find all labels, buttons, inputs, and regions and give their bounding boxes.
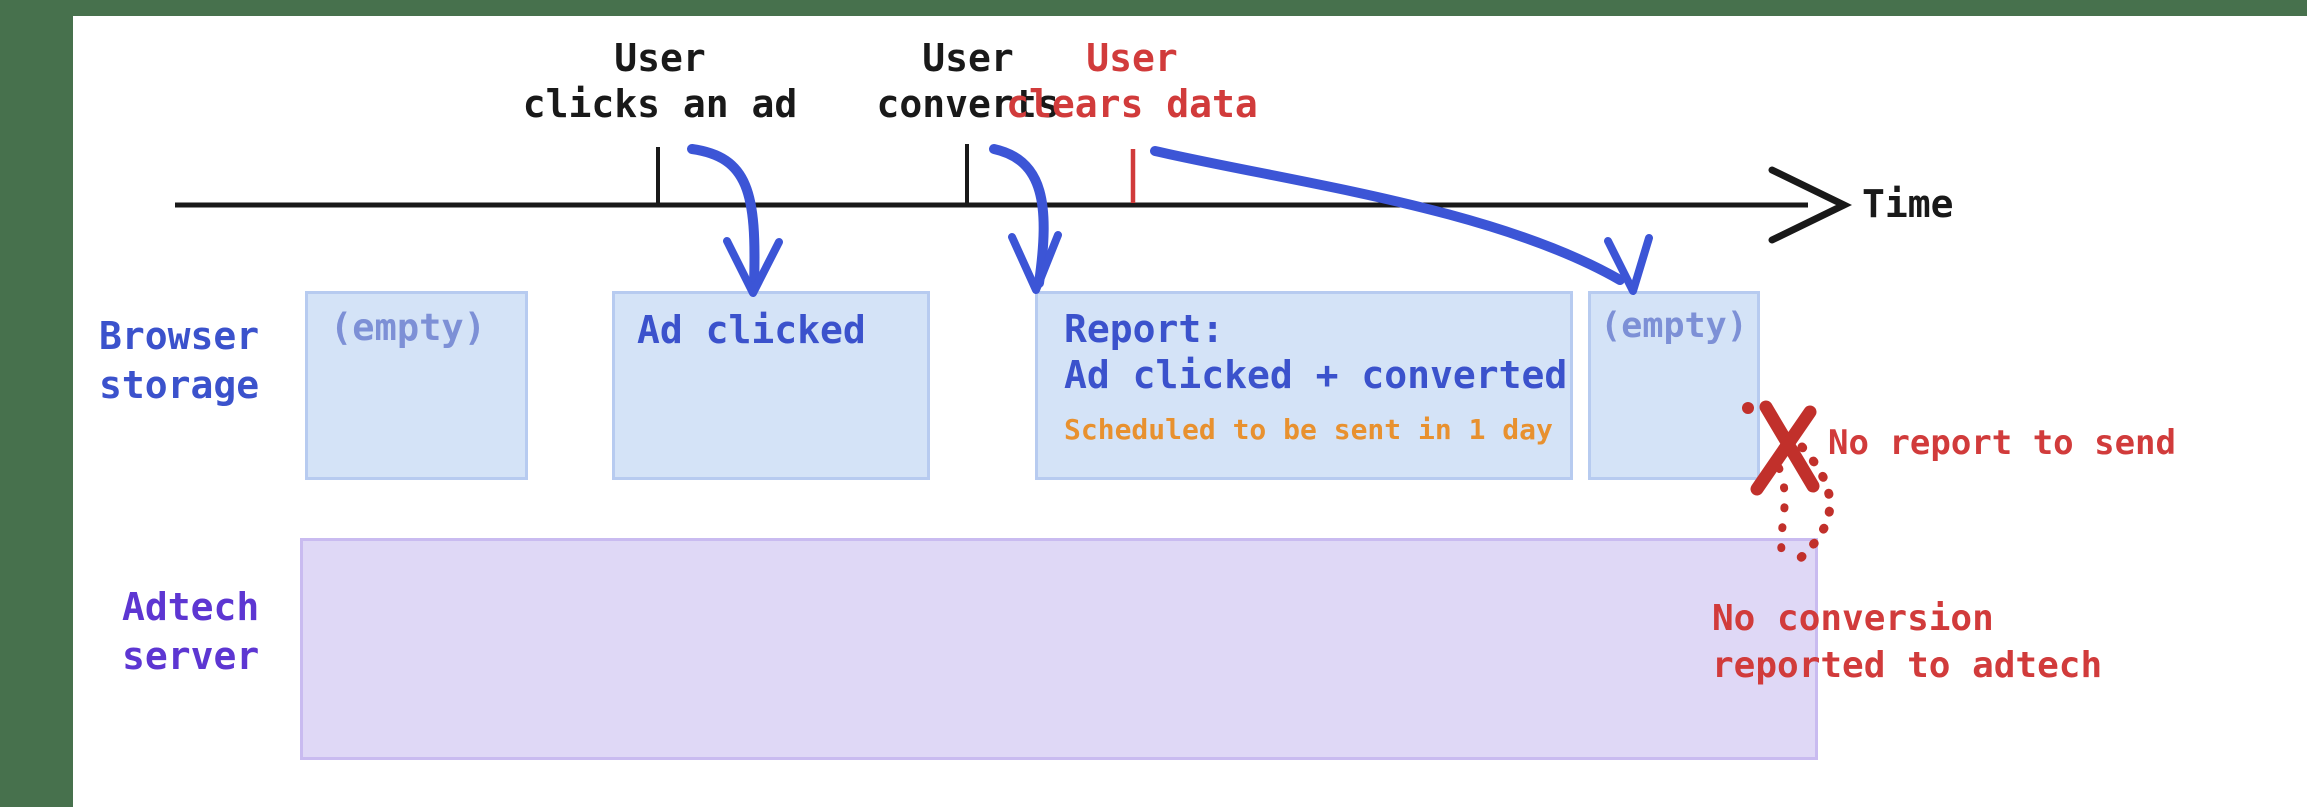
time-axis-label: Time bbox=[1862, 182, 1954, 226]
event-label-line: User bbox=[922, 36, 1014, 80]
storage-box-ad-clicked: Ad clicked bbox=[612, 291, 930, 480]
event-label-line: converts bbox=[876, 81, 1060, 126]
time-axis-arrowhead-icon bbox=[1768, 166, 1853, 244]
row-label-line: storage bbox=[99, 363, 260, 408]
event-label-line: User bbox=[614, 36, 706, 80]
curved-arrow-clear-icon bbox=[1150, 146, 1625, 285]
row-label-line: server bbox=[122, 634, 260, 679]
curved-arrow-convert-head-icon bbox=[1008, 231, 1062, 294]
curved-arrow-convert-icon bbox=[989, 144, 1049, 288]
report-title: Report: bbox=[1064, 307, 1225, 351]
storage-box-empty-before: (empty) bbox=[305, 291, 528, 480]
slide-frame-left bbox=[0, 0, 73, 807]
event-label-line: clicks an ad bbox=[522, 81, 798, 126]
event-arrows bbox=[687, 144, 1653, 297]
row-label-adtech-server: Adtech server bbox=[122, 583, 259, 682]
row-label-browser-storage: Browser storage bbox=[99, 312, 259, 411]
storage-box-empty-after: (empty) bbox=[1588, 291, 1760, 480]
no-report-annotation: No report to send bbox=[1828, 423, 2176, 463]
x-mark-icon bbox=[1759, 400, 1820, 493]
event-label-line: clears data bbox=[1006, 81, 1258, 126]
curved-arrow-clear-head-icon bbox=[1604, 234, 1653, 295]
event-label-user-clears-data: User clears data bbox=[932, 36, 1332, 127]
curved-arrow-click-head-icon bbox=[723, 237, 783, 297]
no-conversion-line: reported to adtech bbox=[1712, 644, 2103, 686]
row-label-line: Adtech bbox=[122, 585, 260, 629]
x-mark-icon bbox=[1750, 405, 1817, 496]
event-label-user-clicks-ad: User clicks an ad bbox=[460, 36, 860, 127]
slide-frame-top bbox=[0, 0, 2307, 16]
curved-arrow-click-icon bbox=[687, 144, 760, 290]
report-schedule-note: Scheduled to be sent in 1 day bbox=[1064, 412, 1553, 446]
adtech-server-box bbox=[300, 538, 1818, 760]
no-conversion-line: No conversion bbox=[1712, 598, 1994, 639]
storage-box-text: (empty) bbox=[1600, 306, 1748, 346]
event-label-user-converts: User converts bbox=[768, 36, 1168, 127]
no-conversion-annotation: No conversion reported to adtech bbox=[1712, 596, 2102, 690]
event-label-line: User bbox=[1086, 36, 1178, 80]
row-label-line: Browser bbox=[99, 314, 260, 358]
report-detail: Ad clicked + converted bbox=[1064, 353, 1568, 398]
storage-box-text: (empty) bbox=[330, 306, 486, 349]
time-axis bbox=[175, 144, 1853, 244]
storage-box-text: Ad clicked bbox=[637, 308, 866, 352]
storage-box-report: Report: Ad clicked + converted Scheduled… bbox=[1035, 291, 1573, 480]
